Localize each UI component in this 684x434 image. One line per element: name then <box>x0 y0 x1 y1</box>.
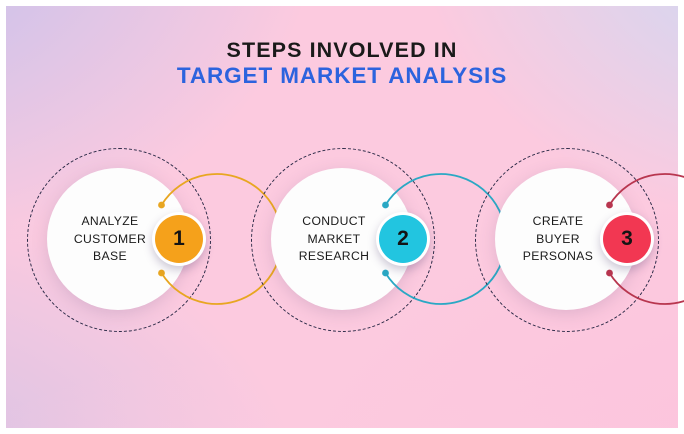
step-item[interactable]: CONDUCT MARKET RESEARCH 2 <box>245 141 507 337</box>
step-item[interactable]: CREATE BUYER PERSONAS 3 <box>469 141 684 337</box>
page-title: STEPS INVOLVED IN TARGET MARKET ANALYSIS <box>0 38 684 91</box>
dashed-ring-decoration <box>475 148 659 332</box>
step-badge[interactable]: 3 <box>600 212 654 266</box>
step-number: 1 <box>155 215 203 263</box>
step-label: CREATE BUYER PERSONAS <box>522 213 594 263</box>
steps-container: ANALYZE CUSTOMER BASE 1 CONDUCT MARKET R… <box>6 139 684 339</box>
dashed-ring-decoration <box>27 148 211 332</box>
step-label: CONDUCT MARKET RESEARCH <box>298 213 370 263</box>
step-badge[interactable]: 2 <box>376 212 430 266</box>
step-item[interactable]: ANALYZE CUSTOMER BASE 1 <box>21 141 283 337</box>
step-number: 2 <box>379 215 427 263</box>
step-number: 3 <box>603 215 651 263</box>
title-line-primary: STEPS INVOLVED IN <box>226 38 458 62</box>
title-line-secondary: TARGET MARKET ANALYSIS <box>176 63 508 89</box>
progress-arc-icon <box>606 173 684 305</box>
step-badge[interactable]: 1 <box>152 212 206 266</box>
dashed-ring-decoration <box>251 148 435 332</box>
step-label: ANALYZE CUSTOMER BASE <box>73 213 147 263</box>
